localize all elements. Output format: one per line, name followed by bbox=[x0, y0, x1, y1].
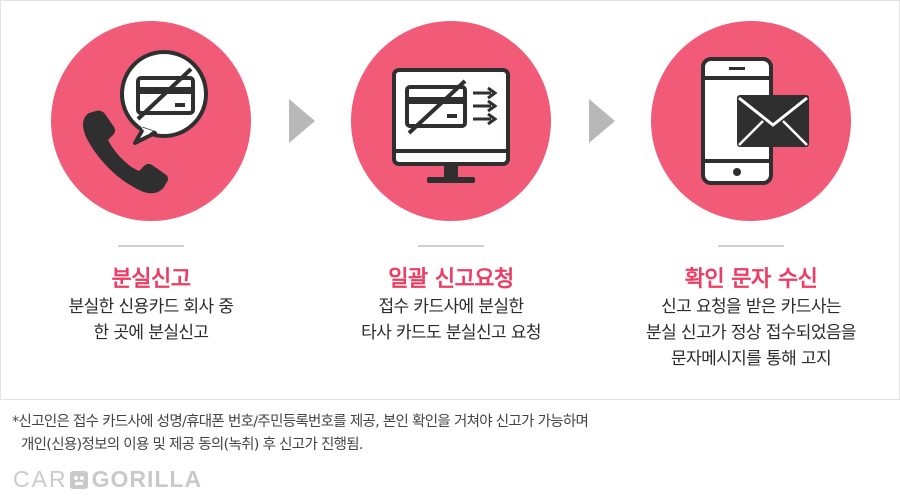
step-divider bbox=[418, 245, 484, 247]
logo-text-gorilla: GORILLA bbox=[91, 466, 203, 492]
step-description-line: 신고 요청을 받은 카드사는 bbox=[661, 297, 841, 317]
step-circle bbox=[651, 21, 851, 221]
phone-envelope-icon bbox=[701, 57, 809, 185]
step-description-line: 문자메시지를 통해 고지 bbox=[670, 349, 832, 369]
step-receive-sms: 확인 문자 수신 신고 요청을 받은 카드사는 분실 신고가 정상 접수되었음을… bbox=[601, 1, 900, 399]
step-description: 접수 카드사에 분실한 타사 카드도 분실신고 요청 bbox=[301, 294, 601, 346]
arrow-right-icon bbox=[589, 99, 615, 143]
logo-text-car: CAR bbox=[13, 466, 68, 492]
step-title: 확인 문자 수신 bbox=[684, 267, 818, 292]
step-description-line: 분실 신고가 정상 접수되었음을 bbox=[646, 323, 857, 343]
step-description-line: 타사 카드도 분실신고 요청 bbox=[361, 323, 541, 343]
footnote-line: *신고인은 접수 카드사에 성명/휴대폰 번호/주민등록번호를 제공, 본인 확… bbox=[12, 414, 589, 430]
step-divider bbox=[718, 245, 784, 247]
step-circle bbox=[351, 21, 551, 221]
monitor-card-icon bbox=[392, 68, 510, 183]
step-description: 신고 요청을 받은 카드사는 분실 신고가 정상 접수되었음을 문자메시지를 통… bbox=[601, 294, 900, 372]
step-description: 분실한 신용카드 회사 중 한 곳에 분실신고 bbox=[1, 294, 301, 346]
process-panel: 분실신고 분실한 신용카드 회사 중 한 곳에 분실신고 bbox=[0, 0, 900, 400]
step-title: 일괄 신고요청 bbox=[388, 267, 514, 292]
arrow-right-icon bbox=[289, 99, 315, 143]
step-description-line: 한 곳에 분실신고 bbox=[93, 323, 209, 343]
step-description-line: 분실한 신용카드 회사 중 bbox=[68, 297, 234, 317]
step-description-line: 접수 카드사에 분실한 bbox=[378, 297, 525, 317]
footnote: *신고인은 접수 카드사에 성명/휴대폰 번호/주민등록번호를 제공, 본인 확… bbox=[12, 411, 589, 457]
step-bulk-request: 일괄 신고요청 접수 카드사에 분실한 타사 카드도 분실신고 요청 bbox=[301, 1, 601, 399]
step-report-lost: 분실신고 분실한 신용카드 회사 중 한 곳에 분실신고 bbox=[1, 1, 301, 399]
brand-logo: CAR GORILLA bbox=[13, 466, 202, 493]
step-divider bbox=[118, 245, 184, 247]
step-title: 분실신고 bbox=[111, 267, 191, 292]
gorilla-mark-icon bbox=[69, 470, 88, 489]
phone-card-icon bbox=[83, 50, 208, 194]
step-circle bbox=[51, 21, 251, 221]
footnote-line: 개인(신용)정보의 이용 및 제공 동의(녹취) 후 신고가 진행됨. bbox=[21, 437, 364, 453]
